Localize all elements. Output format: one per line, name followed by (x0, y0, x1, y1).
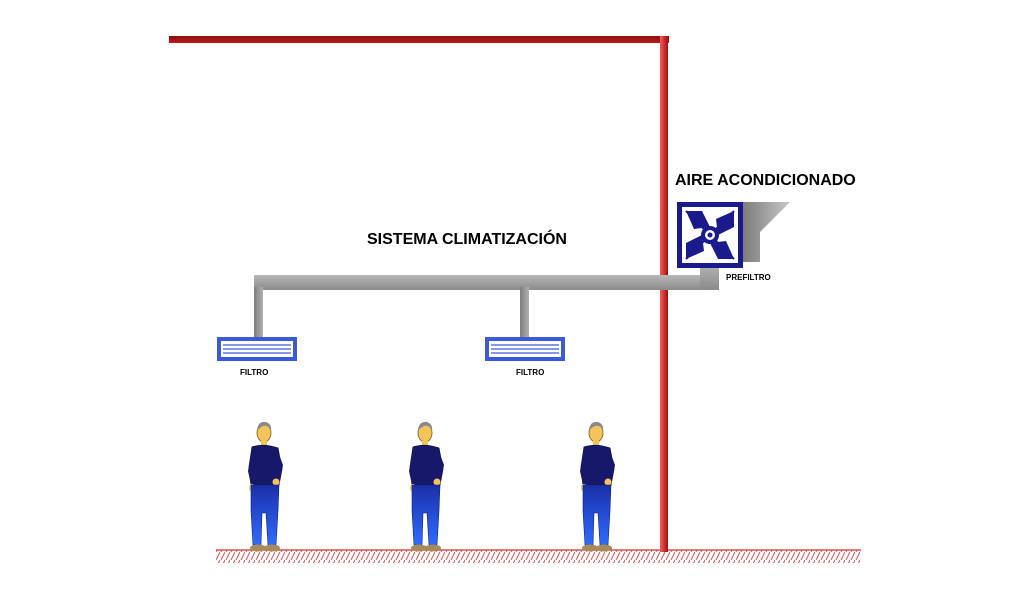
main-duct (254, 275, 719, 290)
filter-middle (484, 336, 566, 362)
person-icon (247, 421, 284, 552)
roof-line (169, 36, 669, 43)
ac-fan-unit-icon (677, 202, 743, 268)
filter-left (216, 336, 298, 362)
filter-middle-label: FILTRO (516, 368, 545, 377)
filter-left-label: FILTRO (240, 368, 269, 377)
person-icon (579, 421, 616, 552)
system-title: SISTEMA CLIMATIZACIÓN (367, 231, 567, 248)
ac-hood (742, 202, 790, 262)
prefilter-label: PREFILTRO (726, 273, 771, 282)
duct-riser (700, 262, 719, 290)
floor-hatch (216, 550, 861, 563)
ac-title: AIRE ACONDICIONADO (675, 172, 856, 189)
person-icon (408, 421, 445, 552)
duct-drop-left (254, 287, 263, 339)
wall-line (660, 36, 668, 552)
duct-drop-middle (520, 287, 529, 339)
